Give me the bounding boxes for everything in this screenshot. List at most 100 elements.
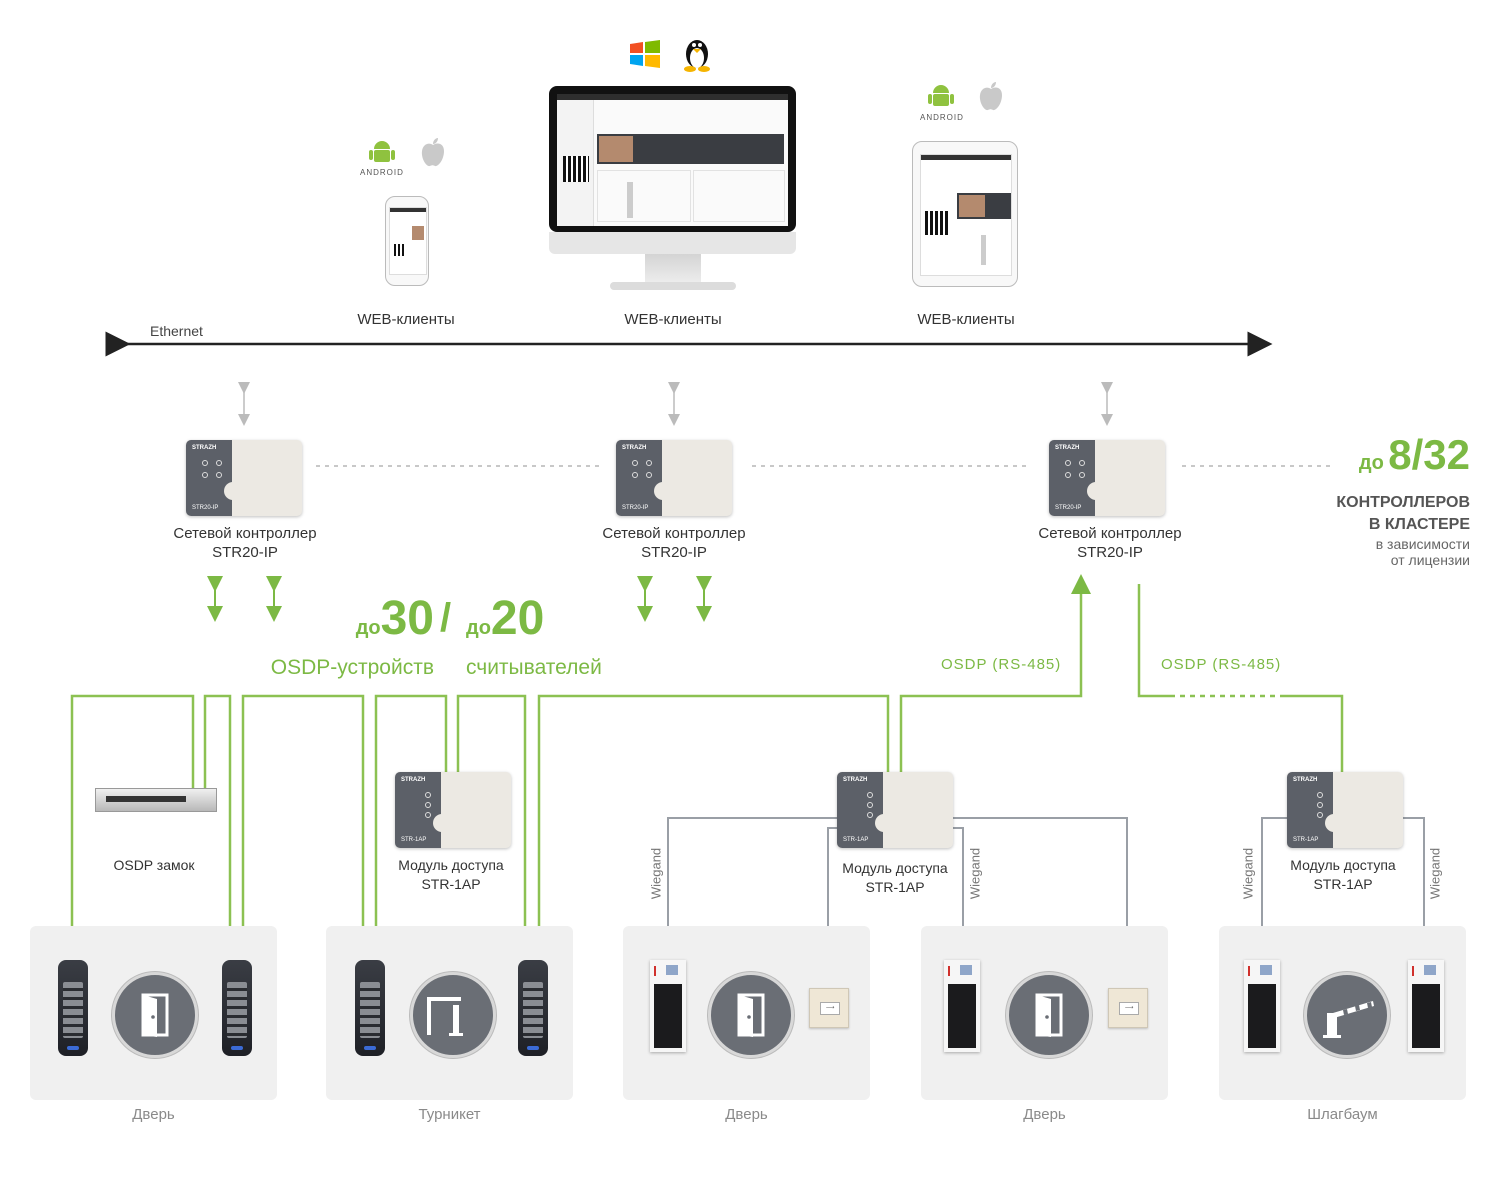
monitor-bezel	[549, 232, 796, 254]
monitor-stand	[645, 254, 701, 282]
osdp-prefix: до	[355, 617, 381, 639]
readers-prefix: до	[466, 617, 491, 639]
access-module-3: STRAZH STR-1AP	[1287, 772, 1403, 848]
controller-1-name: Сетевой контроллер	[173, 525, 317, 542]
zone-label-1: Дверь	[132, 1106, 175, 1123]
wiegand-wire-1	[667, 817, 838, 962]
zone-label-2: Турникет	[418, 1106, 481, 1123]
cluster-line2: В КЛАСТЕРЕ	[1368, 516, 1470, 533]
model-text: STR-1AP	[843, 837, 869, 843]
door-icon	[708, 972, 794, 1058]
osdp-lock-label: OSDP замок	[113, 857, 195, 873]
brand-text: STRAZH	[1293, 777, 1318, 783]
capacity-osdp: до30 OSDP-устройств	[244, 592, 434, 679]
monitor-base	[610, 282, 736, 290]
client-label-desktop: WEB-клиенты	[624, 311, 722, 328]
controller-2-model: STR20-IP	[641, 544, 707, 561]
bus-wire-3	[241, 694, 365, 962]
desktop-monitor-client	[549, 86, 796, 232]
bus-wire-7	[899, 574, 1091, 776]
cluster-prefix: до	[1358, 452, 1384, 474]
keypad-reader	[58, 960, 88, 1056]
cluster-callout: до 8/32 КОНТРОЛЛЕРОВ В КЛАСТЕРЕ в зависи…	[1290, 430, 1470, 568]
zone-label-5: Шлагбаум	[1307, 1106, 1378, 1123]
controller-2-name: Сетевой контроллер	[602, 525, 746, 542]
cluster-line3: в зависимости	[1375, 536, 1470, 552]
readers-number: 20	[490, 592, 545, 645]
smartphone-client	[385, 196, 429, 286]
module-2-model: STR-1AP	[865, 879, 925, 895]
zone-label-3: Дверь	[725, 1106, 768, 1123]
osdp-magnetic-lock	[95, 788, 217, 812]
model-text: STR-1AP	[401, 837, 427, 843]
wiegand-label-2: Wiegand	[967, 847, 983, 900]
network-controller-3: STRAZH STR20-IP	[1049, 440, 1165, 516]
bus-wire-6	[537, 694, 890, 962]
ethernet-label: Ethernet	[150, 323, 203, 339]
bus-label-right: OSDP (RS-485)	[1161, 656, 1282, 673]
exit-button: ⟶	[1108, 988, 1148, 1028]
turnstile-icon	[410, 972, 496, 1058]
model-text: STR20-IP	[622, 505, 649, 511]
bus-wire-9	[1285, 694, 1344, 776]
client-label-phone: WEB-клиенты	[357, 311, 455, 328]
bus-wire-4	[374, 694, 448, 962]
bus-label-left: OSDP (RS-485)	[941, 656, 1062, 673]
apple-icon	[976, 80, 1006, 112]
brand-text: STRAZH	[843, 777, 868, 783]
card-reader	[1244, 960, 1280, 1052]
android-wordmark: ANDROID	[360, 168, 404, 177]
network-controller-1: STRAZH STR20-IP	[186, 440, 302, 516]
bus-wire-5	[456, 694, 527, 962]
wiegand-wire-4	[952, 827, 964, 962]
cluster-line1: КОНТРОЛЛЕРОВ	[1336, 494, 1470, 511]
brand-text: STRAZH	[1055, 445, 1080, 451]
door-icon	[112, 972, 198, 1058]
network-controller-2: STRAZH STR20-IP	[616, 440, 732, 516]
exit-button: ⟶	[809, 988, 849, 1028]
cluster-line4: от лицензии	[1390, 552, 1470, 568]
capacity-readers: до20 считывателей	[466, 592, 646, 679]
windows-icon	[628, 38, 662, 70]
client-label-tablet: WEB-клиенты	[917, 311, 1015, 328]
keypad-reader	[355, 960, 385, 1056]
bus-wire-8	[1137, 584, 1170, 698]
apple-icon	[418, 136, 448, 168]
keypad-reader	[222, 960, 252, 1056]
barrier-icon	[1304, 972, 1390, 1058]
brand-text: STRAZH	[622, 445, 647, 451]
android-icon	[927, 82, 955, 110]
wiegand-wire-6	[1402, 817, 1425, 962]
android-wordmark: ANDROID	[920, 113, 964, 122]
card-reader	[944, 960, 980, 1052]
bus-wire-2	[203, 694, 232, 960]
card-reader	[650, 960, 686, 1052]
cluster-number: 8/32	[1388, 431, 1470, 478]
android-icon	[368, 138, 396, 166]
module-3-model: STR-1AP	[1313, 876, 1373, 892]
linux-tux-icon	[680, 34, 714, 72]
access-module-2: STRAZH STR-1AP	[837, 772, 953, 848]
brand-text: STRAZH	[401, 777, 426, 783]
model-text: STR20-IP	[1055, 505, 1082, 511]
door-icon	[1006, 972, 1092, 1058]
module-1-model: STR-1AP	[421, 876, 481, 892]
osdp-number: 30	[380, 592, 434, 645]
wiegand-label-4: Wiegand	[1427, 847, 1443, 900]
wiegand-wire-5	[1261, 817, 1288, 962]
wiegand-label-3: Wiegand	[1240, 847, 1256, 900]
model-text: STR-1AP	[1293, 837, 1319, 843]
osdp-text: OSDP-устройств	[270, 656, 434, 679]
brand-text: STRAZH	[192, 445, 217, 451]
model-text: STR20-IP	[192, 505, 219, 511]
controller-1-model: STR20-IP	[212, 544, 278, 561]
wiegand-label-1: Wiegand	[648, 847, 664, 900]
card-reader	[1408, 960, 1444, 1052]
